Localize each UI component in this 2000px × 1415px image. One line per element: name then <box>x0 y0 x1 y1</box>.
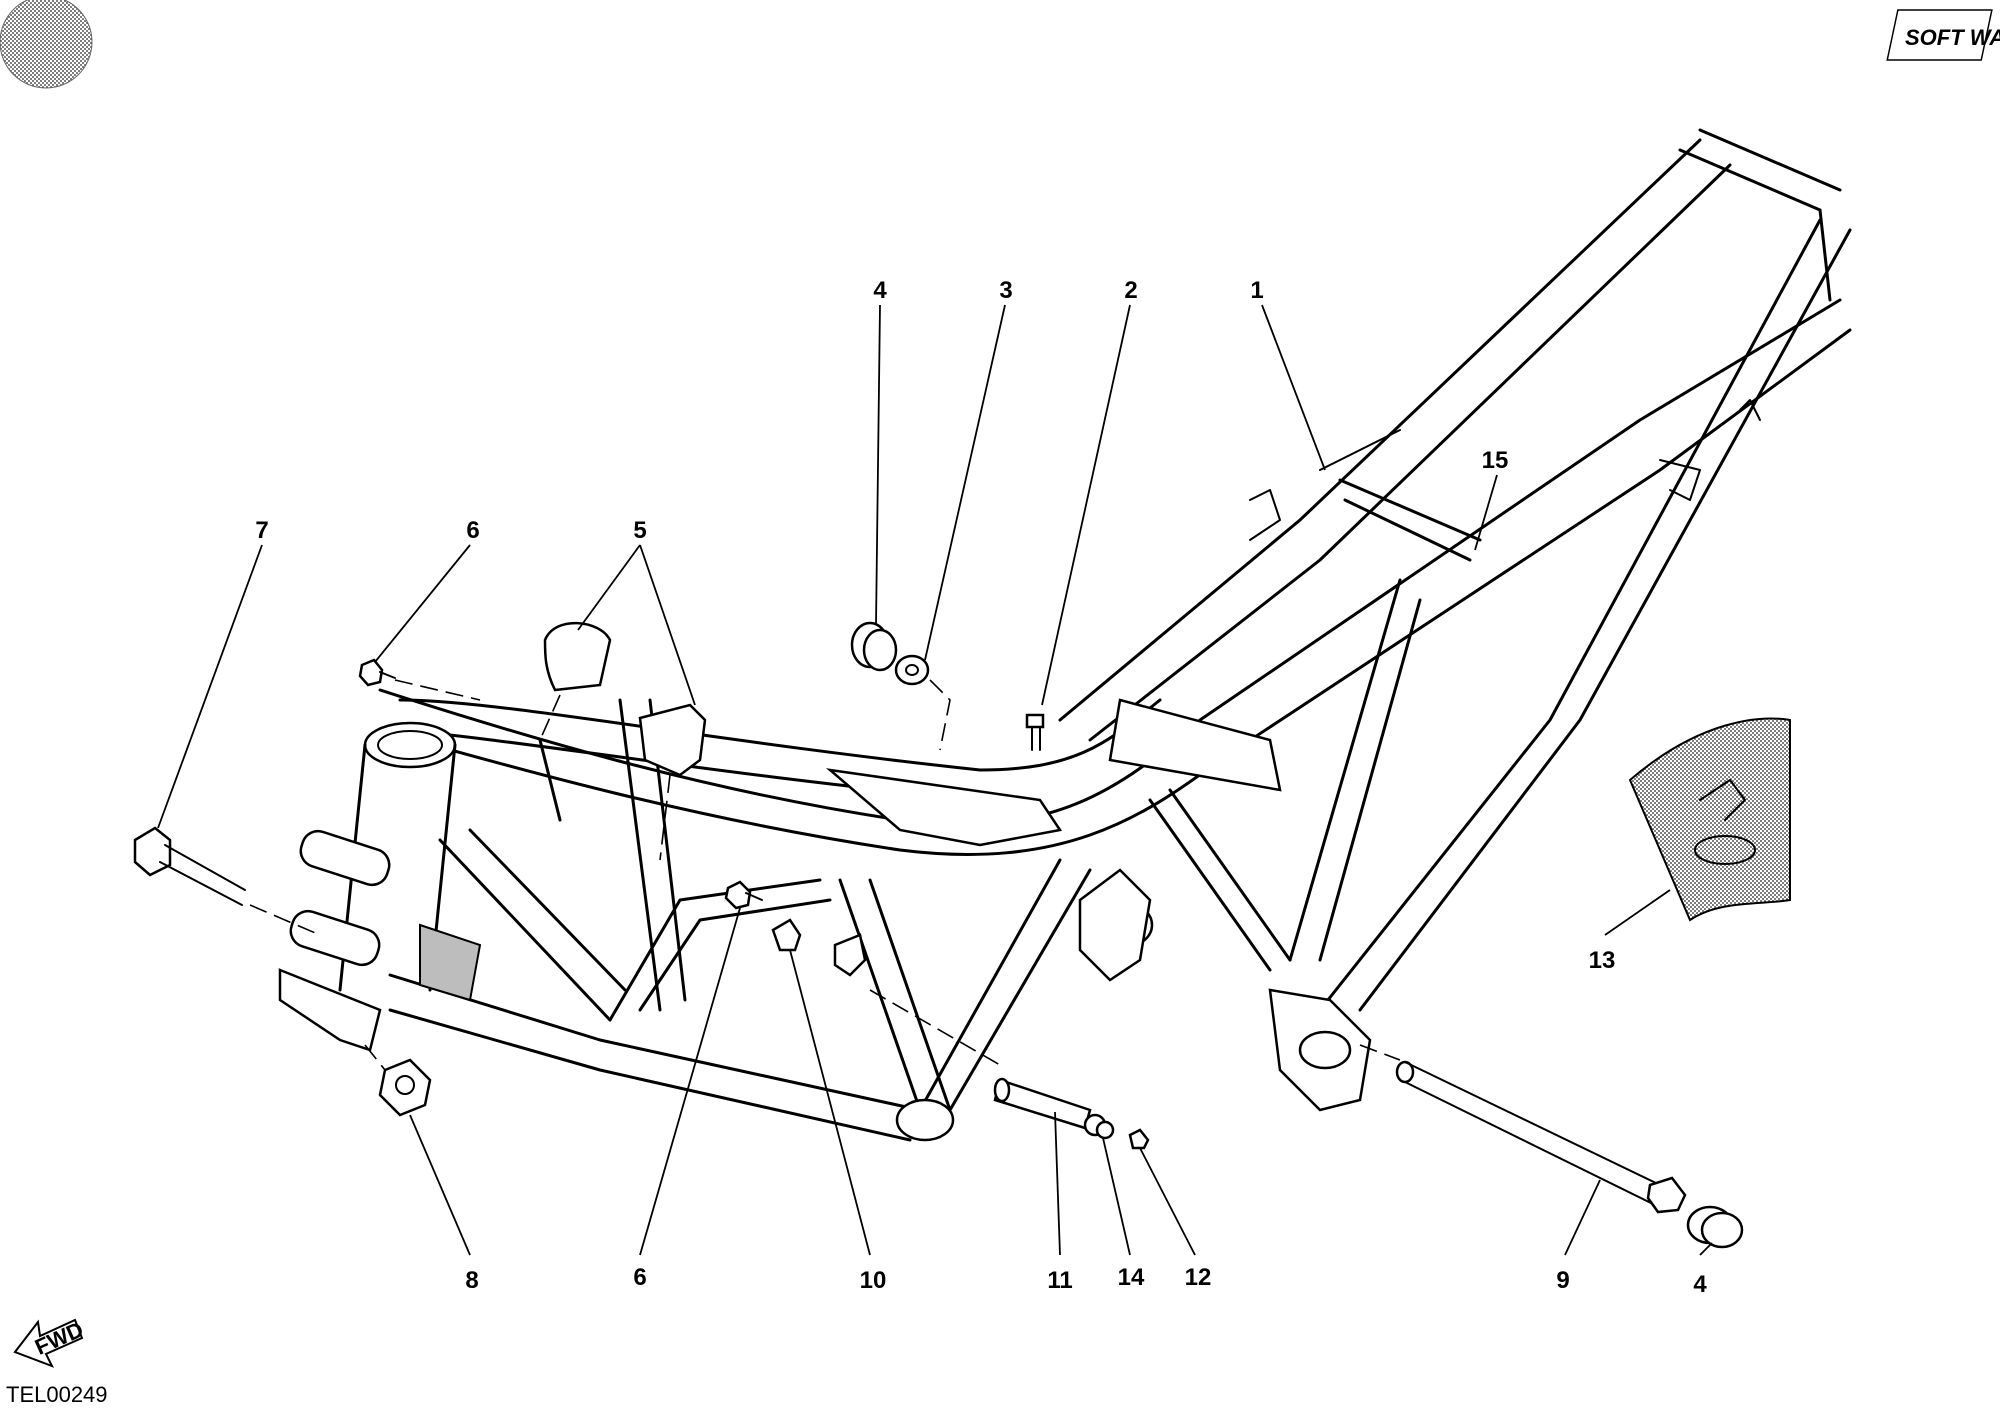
callout-6-lower: 6 <box>633 1264 646 1291</box>
callout-7: 7 <box>255 517 268 544</box>
part-8-nut <box>364 1044 432 1117</box>
parts <box>133 621 1791 1249</box>
callout-3: 3 <box>999 277 1012 304</box>
callout-11: 11 <box>1047 1267 1072 1294</box>
part-6-screw-lower <box>724 880 763 910</box>
part-10-clip <box>771 918 1001 1066</box>
part-6-screw-upper <box>358 658 481 701</box>
callout-8: 8 <box>465 1267 478 1294</box>
callout-4-lower: 4 <box>1693 1271 1707 1298</box>
frame-tubes <box>278 128 1852 1142</box>
callout-5: 5 <box>633 517 646 544</box>
callout-14: 14 <box>1118 1264 1145 1291</box>
callout-10: 10 <box>860 1267 887 1294</box>
callout-12: 12 <box>1185 1264 1212 1291</box>
fwd-label: FWD <box>31 1317 87 1360</box>
softway-logo: SOFT WAY <box>1886 9 2000 61</box>
callout-13: 13 <box>1589 947 1616 974</box>
part-2-screw <box>1025 713 1045 751</box>
softway-logo-text: SOFT WAY <box>1905 25 2000 50</box>
fwd-arrow-icon: FWD <box>13 1317 87 1368</box>
part-3-spacer <box>894 654 951 751</box>
part-12-screw <box>1128 1128 1150 1150</box>
part-4-cap-lower <box>1686 1205 1744 1249</box>
part-14-washer <box>1083 1113 1115 1140</box>
part-4-bushing-upper <box>850 621 898 672</box>
callout-1: 1 <box>1250 277 1263 304</box>
part-11-spacer-tube <box>993 1077 1092 1130</box>
callout-9: 9 <box>1556 1267 1569 1294</box>
callout-4-upper: 4 <box>873 277 887 304</box>
part-5-caps <box>539 621 707 861</box>
callout-15: 15 <box>1482 447 1509 474</box>
part-7-bolt <box>133 826 321 936</box>
part-13-decal-detail <box>1628 717 1791 922</box>
callout-2: 2 <box>1124 277 1137 304</box>
figure-code: TEL00249 <box>6 1382 108 1407</box>
callout-labels: 1 2 3 4 4 5 6 6 7 8 9 10 11 12 13 14 15 <box>255 277 1707 1298</box>
part-9-axle <box>1359 1044 1687 1214</box>
leader-lines <box>157 304 1713 1256</box>
corner-badge-icon <box>0 0 93 89</box>
callout-6-upper: 6 <box>466 517 479 544</box>
